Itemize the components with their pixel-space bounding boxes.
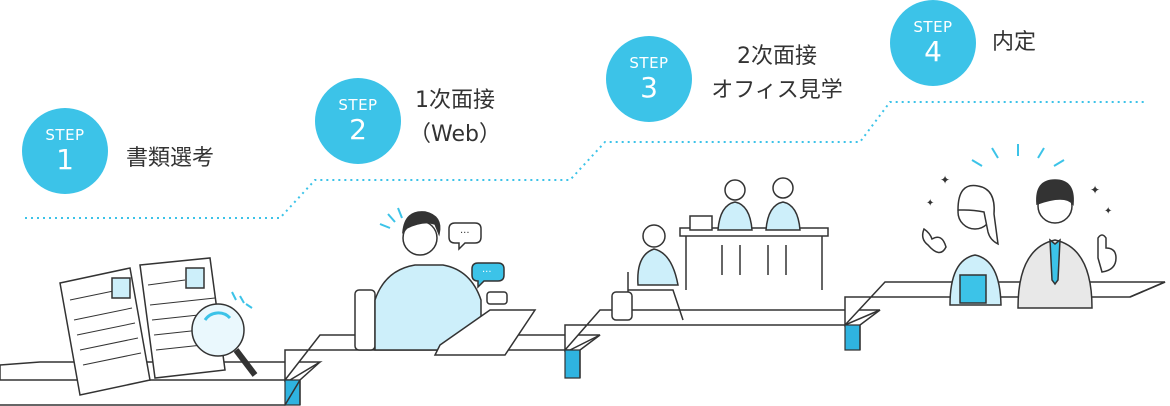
step-4-title: 内定 bbox=[992, 30, 1037, 55]
step-3-label: 2次面接 オフィス見学 bbox=[694, 40, 860, 108]
job-offer-illustration: ✦ ✦ ✦ ✦ bbox=[921, 144, 1117, 309]
svg-text:✦: ✦ bbox=[1104, 206, 1112, 217]
step-3-title: 2次面接 bbox=[737, 44, 817, 69]
svg-text:✦: ✦ bbox=[940, 173, 950, 187]
step-1-badge: STEP 1 bbox=[22, 108, 108, 194]
web-interview-illustration: ··· ··· bbox=[354, 207, 537, 356]
step-1-step-text: STEP bbox=[45, 126, 85, 144]
svg-text:✦: ✦ bbox=[1090, 183, 1100, 197]
step-3-step-text: STEP bbox=[629, 54, 669, 72]
step-4-number: 4 bbox=[924, 35, 942, 68]
step-4-badge: STEP 4 bbox=[890, 0, 976, 86]
step-4-step-text: STEP bbox=[913, 18, 953, 36]
step-2-title: 1次面接 bbox=[415, 88, 495, 113]
step-1-number: 1 bbox=[56, 143, 74, 176]
riser-2 bbox=[564, 349, 581, 379]
step-2-subtitle: （Web） bbox=[409, 122, 501, 147]
office-interview-illustration bbox=[611, 177, 829, 321]
step-2-step-text: STEP bbox=[338, 96, 378, 114]
step-2-badge: STEP 2 bbox=[315, 78, 401, 164]
platform-3 bbox=[564, 309, 881, 352]
step-2-label: 1次面接 （Web） bbox=[400, 84, 510, 152]
platform-4 bbox=[844, 281, 1166, 327]
step-2-number: 2 bbox=[349, 113, 367, 146]
document-review-illustration bbox=[59, 257, 258, 396]
svg-text:···: ··· bbox=[460, 228, 470, 239]
step-3-subtitle: オフィス見学 bbox=[711, 78, 843, 103]
step-3-badge: STEP 3 bbox=[606, 36, 692, 122]
svg-text:✦: ✦ bbox=[926, 198, 934, 209]
riser-3 bbox=[844, 324, 861, 351]
step-1-title: 書類選考 bbox=[126, 146, 215, 171]
svg-text:···: ··· bbox=[482, 267, 492, 278]
step-3-number: 3 bbox=[640, 71, 658, 104]
